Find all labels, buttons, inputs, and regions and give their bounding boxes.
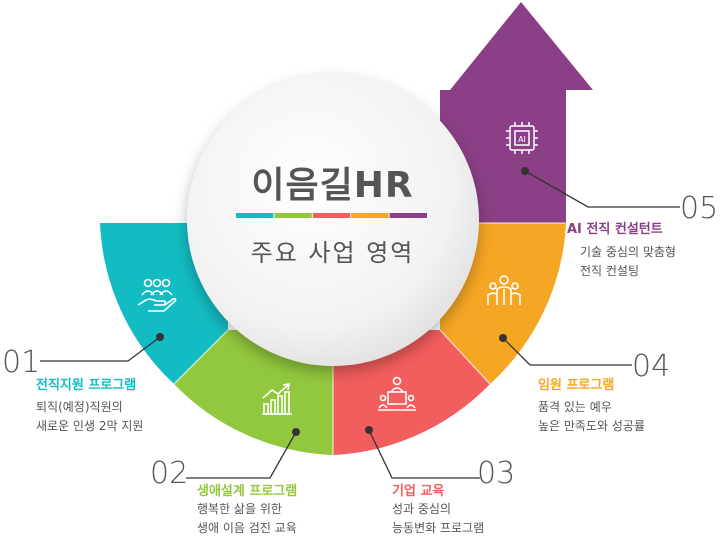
item-05-desc-line1: 기술 중심의 맞춤형 xyxy=(580,245,676,259)
leader-line-01 xyxy=(40,336,161,362)
growth-chart-icon xyxy=(262,383,292,415)
svg-text:AI: AI xyxy=(518,135,526,144)
color-bar-segment xyxy=(312,213,351,218)
item-05-desc: 기술 중심의 맞춤형 전직 컨설팅 xyxy=(580,243,676,281)
color-bar-segment xyxy=(236,213,274,218)
item-03-number: 03 xyxy=(477,456,516,491)
segment-03 xyxy=(333,330,490,455)
item-05-desc-line2: 전직 컨설팅 xyxy=(580,264,640,278)
item-01-desc: 퇴직(예정)직원의 새로운 인생 2막 지원 xyxy=(36,398,143,436)
item-03-desc-line1: 성과 중심의 xyxy=(392,502,452,516)
item-02-desc-line2: 생애 이음 검진 교육 xyxy=(197,521,297,535)
item-04-desc: 품격 있는 예우 높은 만족도와 성공률 xyxy=(538,398,645,436)
leader-line-04 xyxy=(502,337,632,366)
item-01-title: 전직지원 프로그램 xyxy=(36,378,137,393)
leader-line-05 xyxy=(524,170,680,208)
item-04-number: 04 xyxy=(632,349,671,384)
item-05-number: 05 xyxy=(680,191,719,226)
color-bar-segment xyxy=(389,213,427,218)
center-color-bar xyxy=(236,213,427,218)
item-04-title: 임원 프로그램 xyxy=(538,378,615,393)
item-03-desc: 성과 중심의 능동변화 프로그램 xyxy=(392,500,484,538)
people-care-hand-icon xyxy=(137,278,177,312)
center-title: 이음길HR xyxy=(251,165,414,206)
leader-line-03 xyxy=(368,429,480,479)
item-02-title: 생애설계 프로그램 xyxy=(197,484,298,499)
ai-chip-icon: AI xyxy=(506,122,538,154)
item-01-number: 01 xyxy=(2,345,41,380)
item-05-title: AI 전직 컨설턴트 xyxy=(567,222,663,237)
item-01-desc-line1: 퇴직(예정)직원의 xyxy=(36,400,123,414)
item-02-desc: 행복한 삶을 위한 생애 이음 검진 교육 xyxy=(197,500,297,538)
color-bar-segment xyxy=(274,213,312,218)
segment-05-arrow xyxy=(440,2,593,223)
item-01-desc-line2: 새로운 인생 2막 지원 xyxy=(36,419,144,433)
presenter-audience-icon xyxy=(378,376,416,411)
item-04-desc-line1: 품격 있는 예우 xyxy=(538,400,612,414)
segment-02 xyxy=(174,330,333,455)
color-bar-segment xyxy=(351,213,389,218)
item-03-title: 기업 교육 xyxy=(392,484,445,499)
center-subtitle: 주요 사업 영역 xyxy=(250,239,415,267)
item-02-number: 02 xyxy=(150,456,189,491)
item-02-desc-line1: 행복한 삶을 위한 xyxy=(197,502,282,516)
leader-line-02 xyxy=(186,431,297,479)
center-circle xyxy=(187,74,479,366)
executive-team-icon xyxy=(487,275,521,305)
item-04-desc-line2: 높은 만족도와 성공률 xyxy=(538,419,645,433)
item-03-desc-line2: 능동변화 프로그램 xyxy=(392,521,485,535)
